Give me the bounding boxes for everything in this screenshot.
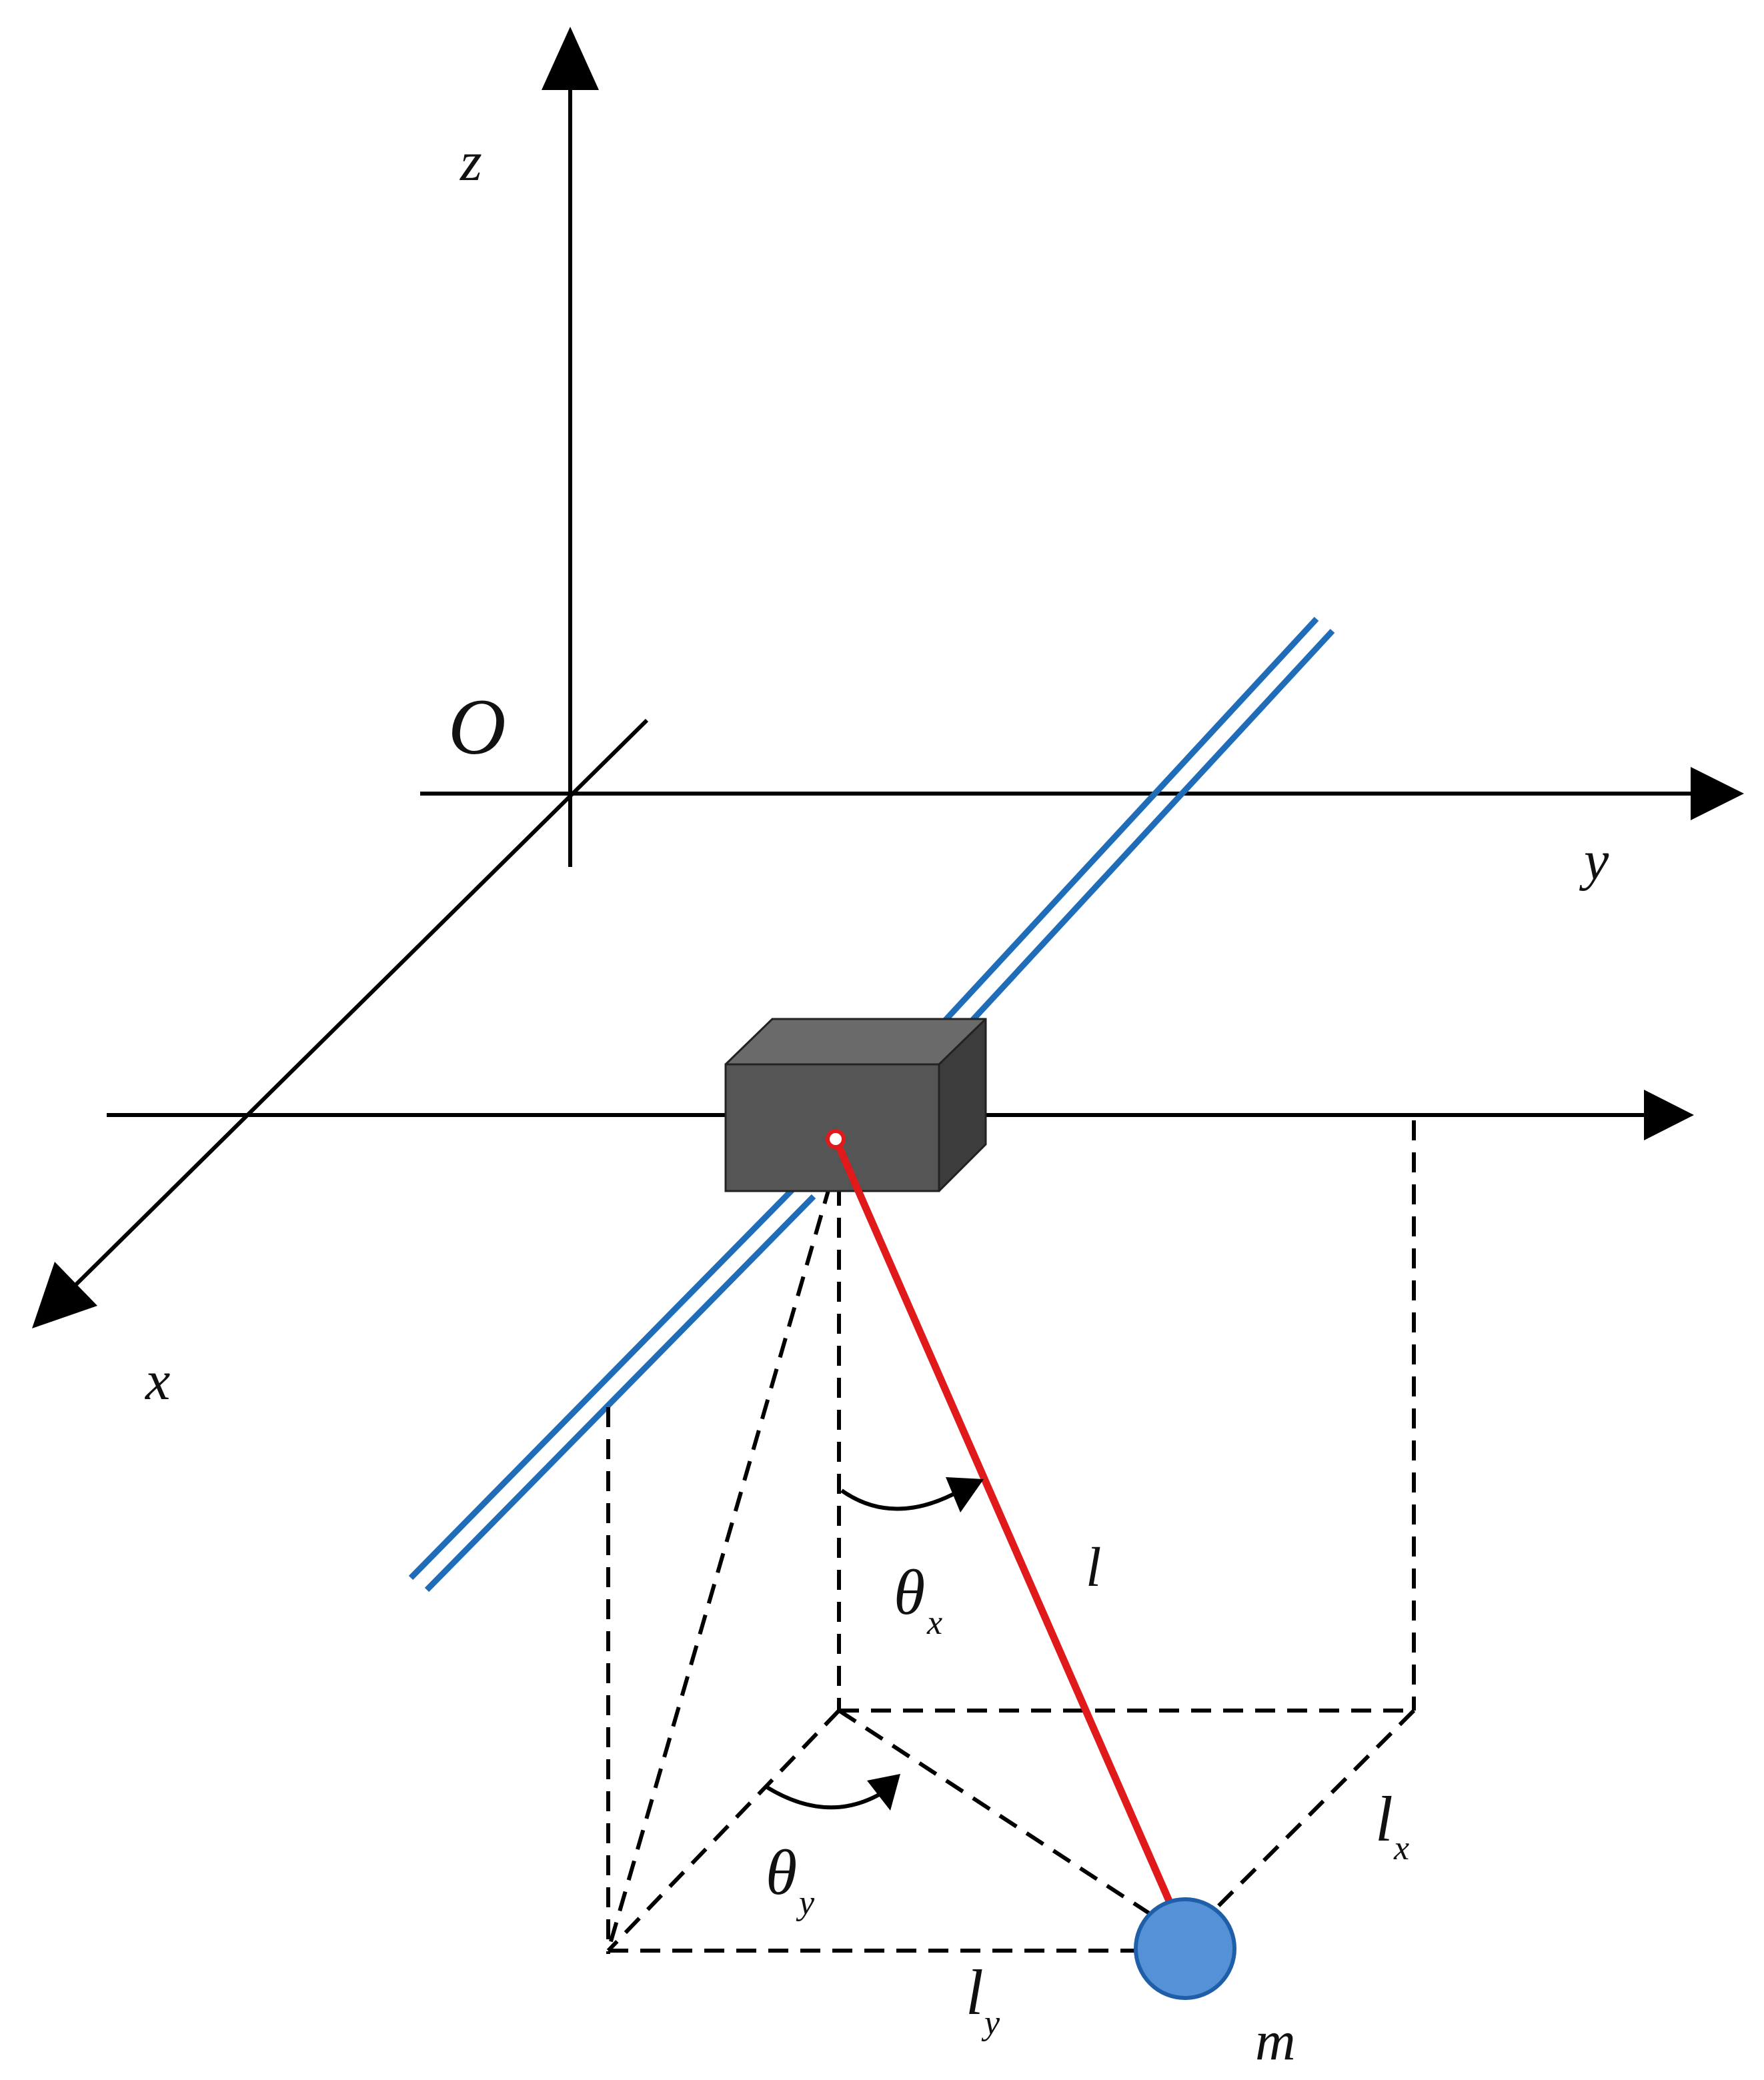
trolley-side-face (939, 1019, 986, 1191)
rail-line-lower-b (424, 1194, 816, 1593)
rope-length-label: l (1086, 1536, 1101, 1599)
y-axis-label: y (1579, 830, 1609, 892)
ly-subscript: y (981, 2004, 1000, 2042)
trolley-front-outline (724, 1063, 940, 1192)
lx-dashed (1208, 1709, 1416, 1916)
theta-y-symbol: θ (766, 1837, 797, 1908)
ly-letter: l (966, 1957, 984, 2028)
diagonal-pivot-to-left-corner (606, 1153, 841, 1951)
theta-y-label: θ y (766, 1837, 815, 1922)
rope (832, 1137, 1174, 1906)
lx-letter: l (1375, 1783, 1393, 1855)
ly-label: l y (966, 1957, 1000, 2042)
rail-line-upper-b (952, 628, 1335, 1042)
rail (408, 616, 1335, 1593)
origin-label: O (448, 682, 506, 771)
theta-x-symbol: θ (894, 1556, 925, 1628)
x-axis-label: x (144, 1350, 170, 1412)
floor-diagonal-to-left-corner (606, 1709, 841, 1953)
trolley-front-face (726, 1064, 939, 1191)
trolley-travel-arrowhead (1644, 1090, 1694, 1140)
projection-lines (606, 1120, 1416, 1954)
trolley-edges (724, 1018, 987, 1192)
theta-y-arc (766, 1785, 882, 1810)
rail-line-lower-a (408, 1182, 800, 1581)
theta-x-arc-arrowhead (946, 1477, 984, 1512)
trolley-top-face (726, 1019, 986, 1064)
x-axis (65, 718, 649, 1296)
mass-label: m (1255, 2010, 1296, 2072)
lx-label: l x (1375, 1783, 1409, 1867)
pivot-point (826, 1129, 846, 1149)
theta-x-arc (840, 1488, 962, 1511)
trolley (724, 1018, 987, 1192)
floor-diagonal-to-payload (838, 1709, 1162, 1923)
rail-line-upper-a (936, 616, 1319, 1030)
z-axis-label: z (460, 131, 482, 193)
theta-y-arc-arrowhead (867, 1774, 900, 1811)
payload-mass (1134, 1897, 1236, 2000)
z-axis-arrowhead (542, 27, 599, 90)
theta-x-subscript: x (926, 1604, 942, 1642)
y-axis-arrowhead (1691, 767, 1744, 820)
theta-x-label: θ x (894, 1556, 942, 1642)
lx-subscript: x (1393, 1829, 1409, 1867)
theta-y-subscript: y (796, 1884, 815, 1922)
x-axis-arrowhead (32, 1262, 97, 1328)
